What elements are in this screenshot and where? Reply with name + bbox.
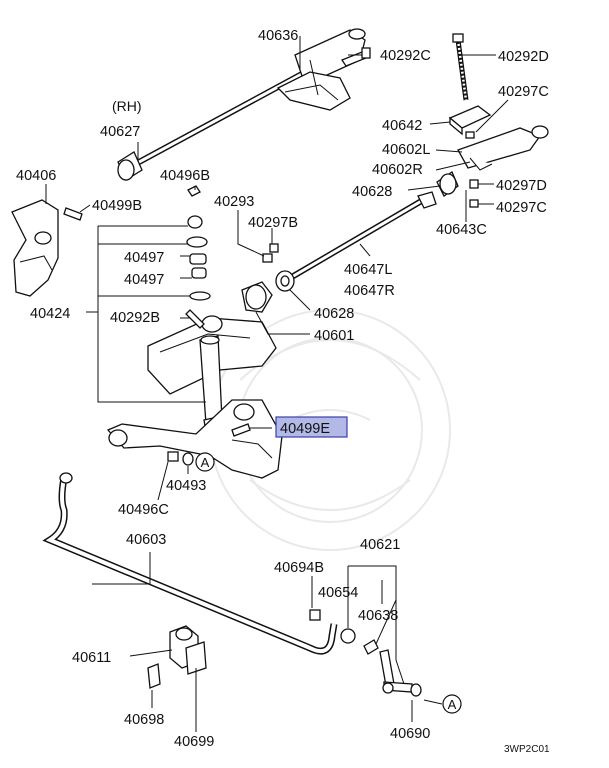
bracket-40406 — [11, 199, 59, 297]
watermark-emblem — [209, 309, 451, 551]
callout-40627[interactable]: 40627 — [100, 124, 140, 140]
callout-40496c[interactable]: 40496C — [118, 502, 169, 518]
callout-40699[interactable]: 40699 — [174, 734, 214, 750]
bushing-40628 — [275, 270, 295, 292]
knuckle-lower-arm — [106, 399, 283, 479]
callout-40406[interactable]: 40406 — [16, 168, 56, 184]
callout-40638[interactable]: 40638 — [358, 608, 398, 624]
callout-labels: 40636 40292C 40292D (RH) 40627 40642 402… — [16, 28, 550, 755]
callout-40292d[interactable]: 40292D — [498, 49, 549, 65]
callout-40602l[interactable]: 40602L — [382, 142, 430, 158]
washer-40690 — [410, 683, 422, 697]
callout-40628-b[interactable]: 40628 — [314, 306, 354, 322]
callout-40292c[interactable]: 40292C — [380, 48, 431, 64]
bolt-40292b — [185, 309, 205, 329]
callout-40611[interactable]: 40611 — [72, 650, 111, 666]
bracket-40699 — [185, 641, 207, 675]
svg-text:A: A — [201, 455, 210, 470]
washer-40493 — [182, 452, 194, 466]
callout-40602r[interactable]: 40602R — [372, 162, 423, 178]
bolt-40499e — [231, 423, 251, 437]
nut-40297b — [269, 243, 279, 253]
callout-40297c-top[interactable]: 40297C — [498, 84, 549, 100]
callout-40297b[interactable]: 40297B — [248, 215, 298, 231]
ref-marker-a-upper: A — [195, 452, 215, 472]
callout-40297c-b[interactable]: 40297C — [496, 200, 547, 216]
anchor-block-40642 — [448, 105, 492, 136]
ref-marker-a-lower: A — [442, 694, 462, 714]
callout-40694b[interactable]: 40694B — [274, 560, 324, 576]
bolt-40499b — [63, 207, 83, 221]
callout-40496b[interactable]: 40496B — [160, 168, 210, 184]
torsion-arm-40628 — [436, 171, 459, 197]
cushion-stack-40497 — [186, 185, 211, 301]
stabilizer-link-40621 — [379, 649, 413, 694]
callout-40601[interactable]: 40601 — [314, 328, 354, 344]
bolt-40292d — [452, 33, 469, 101]
torsion-bar-left-40602 — [457, 125, 549, 171]
callout-40499b[interactable]: 40499B — [92, 198, 142, 214]
stabilizer-bar-40603 — [42, 472, 338, 655]
side-note-rh: (RH) — [112, 98, 142, 114]
highlight-40499e — [275, 416, 348, 438]
callout-40647r[interactable]: 40647R — [344, 283, 395, 299]
torsion-bar-anchor-40636 — [276, 28, 366, 111]
callout-40497-b[interactable]: 40497 — [124, 272, 164, 288]
nut-40293 — [262, 253, 273, 263]
callout-40293[interactable]: 40293 — [214, 194, 254, 210]
callout-40603[interactable]: 40603 — [126, 532, 166, 548]
callout-40698[interactable]: 40698 — [124, 712, 164, 728]
bushing-40654 — [340, 628, 356, 644]
callout-40636[interactable]: 40636 — [258, 28, 298, 44]
callout-40690[interactable]: 40690 — [390, 726, 430, 742]
callout-40654[interactable]: 40654 — [318, 585, 358, 601]
strut-rod-40647 — [288, 191, 437, 281]
link-nut-40694b — [309, 609, 321, 621]
svg-text:A: A — [448, 697, 457, 712]
bolt-40698 — [147, 663, 161, 689]
callout-40297d[interactable]: 40297D — [496, 178, 547, 194]
callout-40424[interactable]: 40424 — [30, 306, 70, 322]
callout-40497-a[interactable]: 40497 — [124, 250, 164, 266]
callout-40621[interactable]: 40621 — [360, 537, 400, 553]
callout-40292b[interactable]: 40292B — [110, 310, 160, 326]
bushing-40638 — [363, 639, 379, 655]
diagram-code: 3WP2C01 — [504, 744, 550, 755]
callout-40647l[interactable]: 40647L — [344, 262, 392, 278]
upper-arm-40601 — [241, 281, 273, 313]
callout-40642[interactable]: 40642 — [382, 118, 422, 134]
leader-lines — [45, 36, 509, 732]
callout-40643c[interactable]: 40643C — [436, 222, 487, 238]
nut-40496c — [167, 451, 179, 462]
callout-40499e[interactable]: 40499E — [280, 421, 330, 437]
callout-40493[interactable]: 40493 — [166, 478, 206, 494]
callout-40628-a[interactable]: 40628 — [352, 184, 392, 200]
